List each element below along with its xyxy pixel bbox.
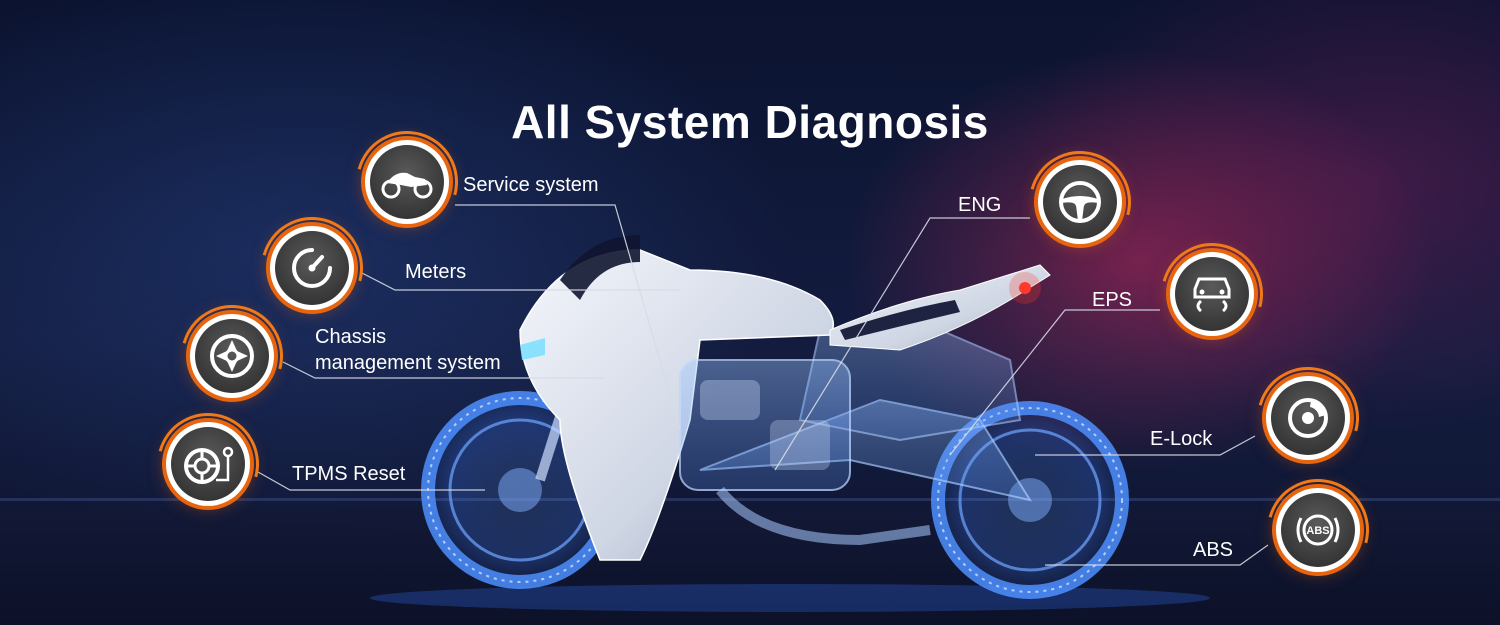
wheel-rim-icon xyxy=(210,334,254,378)
chassis-label: Chassis management system xyxy=(315,324,501,376)
wall-edge xyxy=(0,498,1500,501)
service-system-label: Service system xyxy=(463,174,599,196)
page-title: All System Diagnosis xyxy=(511,95,989,148)
chassis-label-line1: Chassis xyxy=(315,326,387,348)
service-system-badge xyxy=(365,140,449,224)
eng-badge xyxy=(1038,160,1122,244)
tpms-label: TPMS Reset xyxy=(292,463,406,485)
brake-disc-icon xyxy=(1288,398,1328,438)
abs-label: ABS xyxy=(1193,539,1234,561)
chassis-badge xyxy=(190,314,274,398)
abs-icon-text: ABS xyxy=(1306,525,1329,537)
abs-icon: ABS xyxy=(1296,514,1340,546)
meters-label: Meters xyxy=(405,261,467,283)
tpms-badge xyxy=(166,422,250,506)
chassis-label-line2: management system xyxy=(315,352,501,374)
car-skid-icon xyxy=(1193,277,1231,313)
eng-label: ENG xyxy=(958,194,1002,216)
motorcycle-icon xyxy=(381,172,433,199)
tire-pressure-icon xyxy=(184,446,234,484)
eps-badge xyxy=(1170,252,1254,336)
floor-reflection xyxy=(370,584,1210,612)
gauge-icon xyxy=(292,248,332,288)
exhaust xyxy=(716,486,931,546)
steering-wheel-icon xyxy=(1059,181,1101,223)
elock-label: E-Lock xyxy=(1150,428,1213,450)
eps-label: EPS xyxy=(1092,289,1133,311)
meters-badge xyxy=(270,226,354,310)
abs-badge: ABS xyxy=(1276,488,1360,572)
elock-badge xyxy=(1266,376,1350,460)
